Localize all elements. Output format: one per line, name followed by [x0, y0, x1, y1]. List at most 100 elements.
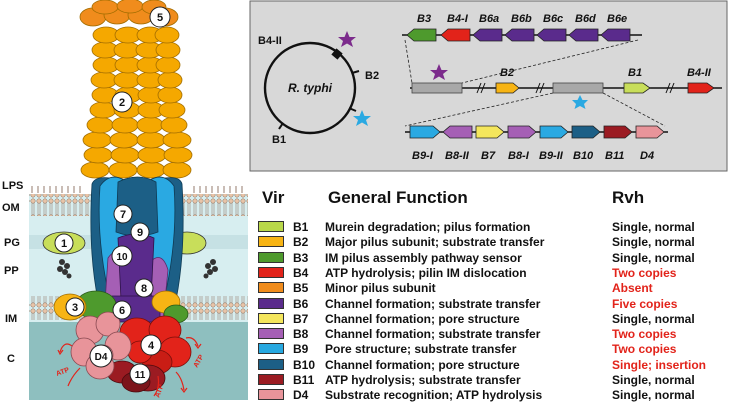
- locus-b2-mark: [351, 70, 360, 74]
- organism-label: R. typhi: [288, 81, 333, 95]
- gene-arrow-b9i: [409, 125, 441, 139]
- number-d4: D4: [95, 352, 108, 363]
- number-9: 9: [137, 227, 143, 239]
- gene-arrow-b2: [495, 82, 520, 94]
- color-swatch: [258, 389, 284, 401]
- gene-label-d4: D4: [640, 150, 654, 162]
- locus-b1-mark: [278, 122, 284, 130]
- gene-label-b4i: B4-I: [447, 13, 469, 25]
- general-function: Channel formation; substrate transfer: [325, 296, 541, 311]
- region-top-box: [411, 82, 463, 94]
- star-purple-small-icon: [430, 64, 448, 80]
- number-3: 3: [72, 302, 78, 314]
- rvh-status: Two copies: [612, 342, 677, 357]
- gene-arrow-b7: [475, 125, 505, 139]
- gene-label-b6c: B6c: [543, 13, 563, 25]
- gene-arrow-b3: [406, 28, 437, 42]
- gene-label-b6d: B6d: [575, 13, 596, 25]
- gene-arrow-b9ii: [539, 125, 569, 139]
- b4-atpase: [119, 315, 192, 375]
- color-swatch: [258, 221, 284, 232]
- gene-label-b4ii: B4-II: [687, 67, 712, 79]
- rvh-status: Single, normal: [612, 373, 695, 387]
- rvh-status: Single, normal: [612, 235, 695, 250]
- gene-arrow-b6e: [600, 28, 631, 42]
- atp-label-1: ATP: [55, 367, 70, 378]
- star-blue-icon: [353, 110, 371, 126]
- gene-arrow-b10: [571, 125, 601, 139]
- chromosome-circle: [263, 41, 357, 135]
- vir-code: B4: [293, 265, 309, 280]
- gene-arrow-b11: [603, 125, 633, 139]
- atp-label-3: ATP: [154, 383, 165, 398]
- pilus: [79, 0, 193, 179]
- atp-arrows: [57, 337, 202, 397]
- color-swatch: [258, 328, 284, 340]
- header-vir: Vir: [262, 188, 285, 207]
- gene-label-b6b: B6b: [511, 13, 532, 25]
- rvh-status: Two copies: [612, 265, 677, 280]
- rvh-status: Absent: [612, 281, 653, 296]
- vir-code: B7: [293, 311, 309, 326]
- general-function: Channel formation; pore structure: [325, 311, 520, 326]
- vir-code: B10: [293, 357, 316, 372]
- number-7: 7: [120, 209, 126, 221]
- gene-arrow-d4: [635, 125, 665, 139]
- color-swatch: [258, 236, 284, 248]
- vir-code: D4: [293, 388, 309, 403]
- general-function: Pore structure; substrate transfer: [325, 342, 517, 357]
- region-bottom-box: [552, 82, 604, 94]
- structure-numbers: 5 2 7 9 10 1 8 3 6 4 D4 11: [54, 6, 171, 385]
- layer-labels: LPS OM PG PP IM C: [2, 180, 23, 365]
- locus-b4ii-mark: [331, 48, 343, 60]
- general-function: Murein degradation; pilus formation: [325, 220, 531, 234]
- vir-code: B11: [293, 373, 315, 387]
- gene-label-b1: B1: [628, 67, 642, 79]
- gene-arrow-b4ii: [687, 82, 715, 94]
- general-function: ATP hydrolysis; pilin IM dislocation: [325, 265, 527, 280]
- color-swatch: [258, 358, 284, 370]
- envelope-model: ATP ATP ATP 5 2 7 9 10 1 8 3 6 4: [2, 0, 248, 400]
- gene-label-b3: B3: [417, 13, 431, 25]
- star-purple-icon: [338, 31, 356, 47]
- gene-label-b11: B11: [605, 150, 624, 162]
- gene-label-b6e: B6e: [607, 13, 627, 25]
- general-function: IM pilus assembly pathway sensor: [325, 250, 522, 265]
- layer-label-lps: LPS: [2, 180, 23, 192]
- periplasm-blobs: [57, 259, 218, 279]
- chrom-label-b4ii: B4-II: [258, 35, 282, 47]
- gene-arrow-b6d: [568, 28, 599, 42]
- rvh-status: Single; insertion: [612, 357, 707, 372]
- color-swatch: [258, 251, 284, 263]
- gene-arrow-b1: [623, 82, 651, 94]
- color-swatch: [258, 312, 284, 324]
- gene-label-b2: B2: [500, 67, 514, 79]
- number-2: 2: [119, 97, 125, 109]
- gene-arrow-b8i: [507, 125, 537, 139]
- chrom-label-b1: B1: [272, 134, 286, 146]
- rvh-status: Single, normal: [612, 250, 695, 265]
- layer-label-c: C: [7, 353, 15, 365]
- gene-arrow-b8ii: [442, 125, 473, 139]
- number-4: 4: [148, 340, 155, 352]
- rvh-status: Single, normal: [612, 388, 695, 403]
- star-blue-small-icon: [572, 95, 588, 109]
- vir-code: B6: [293, 296, 309, 311]
- rvh-status: Two copies: [612, 327, 677, 342]
- color-swatch: [258, 266, 284, 278]
- gene-label-b7: B7: [481, 150, 496, 162]
- color-swatch: [258, 343, 284, 355]
- number-6: 6: [119, 305, 125, 317]
- color-swatch: [258, 282, 284, 294]
- color-swatch: [258, 297, 284, 309]
